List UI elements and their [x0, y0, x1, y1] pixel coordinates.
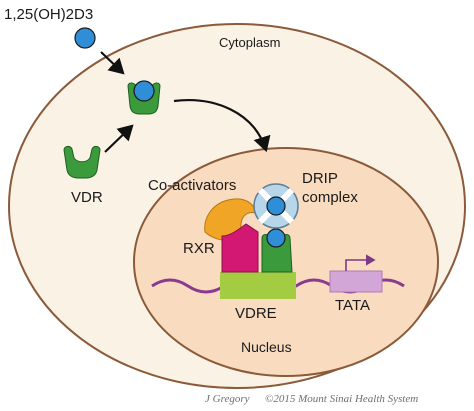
transcription-start-arrow — [345, 254, 376, 271]
ligand-icon — [74, 27, 96, 49]
drip-complex-label: complex — [302, 189, 358, 206]
tata-box — [329, 270, 383, 293]
vdr-label: VDR — [71, 189, 103, 206]
ligand-bound-vdr-icon — [127, 80, 161, 115]
vdr-icon — [63, 146, 101, 179]
drip-label: DRIP — [302, 170, 338, 187]
coactivators-label: Co-activators — [148, 177, 236, 194]
nucleus-label: Nucleus — [241, 339, 292, 355]
cytoplasm-label: Cytoplasm — [219, 35, 280, 50]
ligand-binding-arrow — [100, 51, 125, 75]
vdre-element — [220, 272, 296, 299]
credit-author: J Gregory — [205, 393, 250, 405]
credit-text: ©2015 Mount Sinai Health System — [265, 393, 418, 405]
vdre-label: VDRE — [235, 305, 277, 322]
vdr-dna-bound-icon — [261, 228, 293, 273]
nuclear-translocation-arrow — [173, 99, 271, 153]
rxr-label: RXR — [183, 240, 215, 257]
drip-complex-icon — [253, 183, 299, 229]
vdr-activation-arrow — [104, 124, 134, 153]
rxr-icon — [221, 223, 259, 273]
tata-label: TATA — [335, 297, 370, 314]
ligand-label: 1,25(OH)2D3 — [4, 6, 93, 23]
